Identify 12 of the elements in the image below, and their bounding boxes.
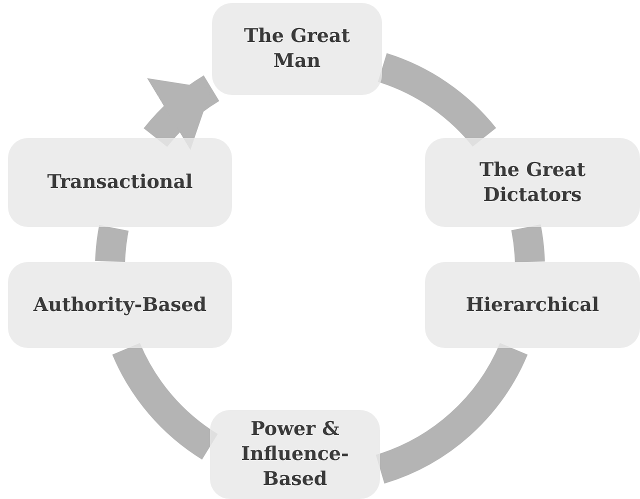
stage-label: Power & Influence-Based (240, 417, 350, 492)
stage-box (8, 262, 232, 348)
stage-box (425, 262, 640, 348)
stage-box (212, 3, 382, 95)
stage-label: Hierarchical (466, 292, 600, 318)
stage-box (210, 410, 380, 499)
stage-box (8, 138, 232, 227)
stage-label: The Great Dictators (478, 158, 587, 208)
stage-box (425, 138, 640, 227)
stage-label: Transactional (47, 170, 193, 195)
stage-label: Authority-Based (33, 292, 207, 318)
stage-label: The Great Man (242, 24, 352, 74)
